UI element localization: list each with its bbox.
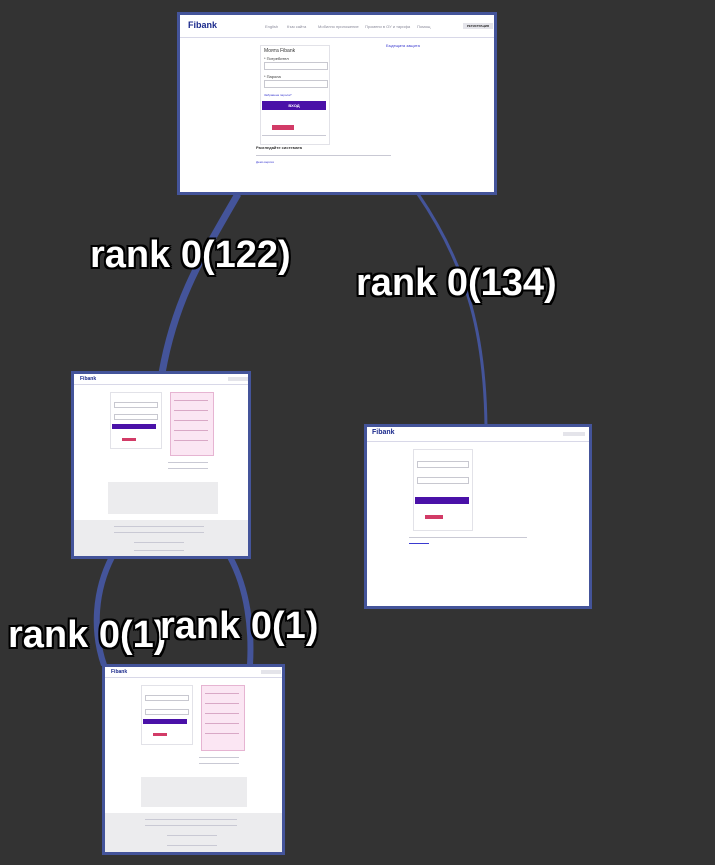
login-panel [110, 392, 162, 449]
notice-line [174, 440, 208, 441]
footer-line [167, 845, 217, 846]
security-link[interactable] [517, 449, 518, 453]
notice-box [170, 392, 214, 456]
footer-line [114, 526, 204, 527]
notice-box [201, 685, 245, 751]
username-field[interactable] [114, 402, 158, 408]
notice-line [205, 703, 239, 704]
info-text-line [168, 468, 208, 469]
security-badge [122, 438, 136, 441]
info-block [108, 482, 218, 514]
password-field[interactable] [114, 414, 158, 420]
password-field[interactable] [264, 80, 328, 88]
edge-label-1-left: rank 0(1) [8, 614, 167, 656]
fibank-logo: Fibank [111, 669, 128, 675]
screenshot-node-bottom[interactable]: Fibank [102, 664, 285, 855]
notice-line [205, 713, 239, 714]
nav-item[interactable]: Мобилно приложение [318, 24, 359, 29]
footer-line [134, 542, 184, 543]
fibank-logo: Fibank [372, 429, 395, 436]
screenshot-node-middle-left[interactable]: Fibank [71, 371, 251, 559]
edge-label-1-right: rank 0(1) [160, 605, 319, 647]
nav-item[interactable]: Към сайта [287, 24, 307, 29]
notice-line [205, 723, 239, 724]
notice-line [174, 410, 208, 411]
info-block [141, 777, 247, 807]
header-bar [180, 15, 494, 38]
password-field[interactable] [417, 477, 469, 484]
username-field[interactable] [264, 62, 328, 70]
fibank-logo: Fibank [80, 376, 97, 382]
login-panel [260, 45, 330, 145]
nav-item[interactable]: Промени в ОУ и тарифа [365, 24, 411, 29]
notice-line [174, 430, 208, 431]
notice-line [205, 693, 239, 694]
username-label: * Потребител [264, 56, 289, 61]
edge-label-134: rank 0(134) [356, 262, 557, 304]
login-button[interactable] [415, 497, 469, 504]
info-text-line [409, 537, 527, 538]
register-button[interactable] [228, 377, 248, 381]
info-text-line [256, 155, 391, 156]
footer-line [134, 550, 184, 551]
notice-line [205, 733, 239, 734]
info-text-line [199, 763, 239, 764]
login-button[interactable]: ВХОД [262, 101, 326, 110]
login-title: Моята Fibank [264, 48, 296, 54]
info-text-line [168, 462, 208, 463]
security-badge [153, 733, 167, 736]
notice-line [174, 420, 208, 421]
forgot-password-link[interactable]: Забравена парола? [264, 93, 292, 97]
login-button[interactable] [143, 719, 187, 724]
footer-line [145, 825, 237, 826]
demo-link[interactable]: Демо версия [256, 160, 274, 164]
browser-check-heading: Разгледайте системата [256, 145, 303, 150]
header-bar [74, 374, 248, 385]
footer-line [167, 835, 217, 836]
edge-path-134 [416, 193, 488, 428]
nav-item[interactable]: Помощ [417, 24, 431, 29]
password-field[interactable] [145, 709, 189, 715]
screenshot-node-middle-right[interactable]: Fibank [364, 424, 592, 609]
register-button[interactable]: РЕГИСТРАЦИЯ [463, 23, 493, 29]
login-button[interactable] [112, 424, 156, 429]
footer-line [114, 532, 204, 533]
security-badge [425, 515, 443, 519]
nav-item[interactable]: English [265, 24, 279, 29]
username-field[interactable] [417, 461, 469, 468]
notice-line [174, 400, 208, 401]
edge-path-1a [93, 555, 115, 666]
footer-line [145, 819, 237, 820]
edge-path-122 [158, 192, 242, 374]
login-panel [141, 685, 193, 745]
screenshot-node-top[interactable]: Fibank English Към сайта Мобилно приложе… [177, 12, 497, 195]
security-badge [272, 125, 294, 130]
edge-path-1b [227, 555, 254, 666]
panel-divider [262, 135, 326, 136]
info-text-line [199, 757, 239, 758]
header-bar [105, 667, 282, 678]
security-link[interactable]: Бъдещата защита [386, 43, 420, 48]
info-text-line [409, 543, 429, 544]
register-button[interactable] [563, 432, 585, 436]
password-label: * Парола [264, 74, 281, 79]
username-field[interactable] [145, 695, 189, 701]
fibank-logo: Fibank [188, 20, 218, 30]
header-bar [367, 427, 589, 442]
register-button[interactable] [261, 670, 281, 674]
edge-label-122: rank 0(122) [90, 234, 291, 276]
